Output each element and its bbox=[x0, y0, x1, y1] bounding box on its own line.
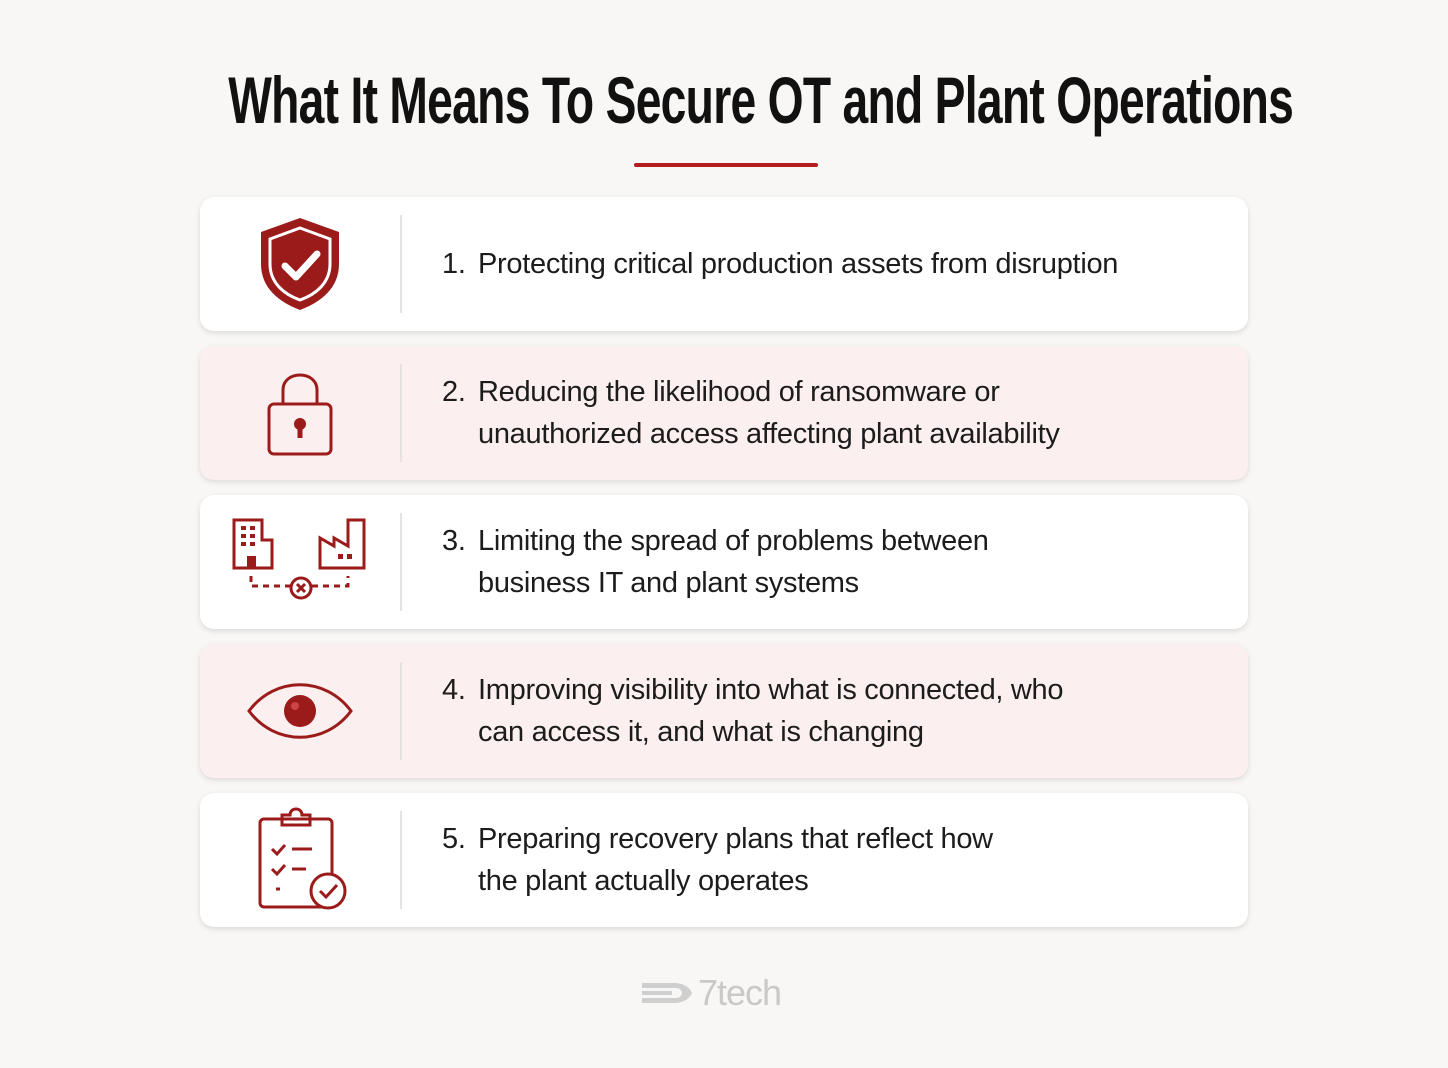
page-title: What It Means To Secure OT and Plant Ope… bbox=[0, 62, 1448, 138]
title-text: What It Means To Secure OT and Plant Ope… bbox=[228, 63, 1294, 137]
list-item: 5. Preparing recovery plans that reflect … bbox=[200, 793, 1248, 927]
office-factory-blocked-icon bbox=[200, 495, 400, 629]
list-item: 2. Reducing the likelihood of ransomware … bbox=[200, 346, 1248, 480]
logo-text: 7tech bbox=[698, 972, 782, 1013]
divider bbox=[400, 513, 402, 611]
divider bbox=[400, 811, 402, 909]
item-number: 3. bbox=[442, 525, 466, 557]
item-number: 4. bbox=[442, 674, 466, 706]
item-number: 1. bbox=[442, 248, 466, 280]
item-text: Improving visibility into what is connec… bbox=[478, 674, 1064, 748]
divider bbox=[400, 662, 402, 760]
logo-mark-icon bbox=[642, 983, 692, 1003]
item-text: Reducing the likelihood of ransomware or… bbox=[478, 376, 1060, 450]
item-text: Protecting critical production assets fr… bbox=[478, 248, 1119, 280]
list-item: 3. Limiting the spread of problems betwee… bbox=[200, 495, 1248, 629]
brand-logo: 7tech bbox=[640, 972, 782, 1014]
eye-icon bbox=[200, 644, 400, 778]
shield-check-icon bbox=[200, 197, 400, 331]
title-underline bbox=[634, 163, 818, 167]
divider bbox=[400, 215, 402, 313]
item-number: 5. bbox=[442, 823, 466, 855]
list-item: 1. Protecting critical production assets … bbox=[200, 197, 1248, 331]
list-item: 4. Improving visibility into what is conn… bbox=[200, 644, 1248, 778]
item-text: Limiting the spread of problems between … bbox=[478, 525, 989, 599]
divider bbox=[400, 364, 402, 462]
padlock-icon bbox=[200, 346, 400, 480]
item-number: 2. bbox=[442, 376, 466, 408]
item-text: Preparing recovery plans that reflect ho… bbox=[478, 823, 993, 897]
clipboard-checklist-icon bbox=[200, 793, 400, 927]
